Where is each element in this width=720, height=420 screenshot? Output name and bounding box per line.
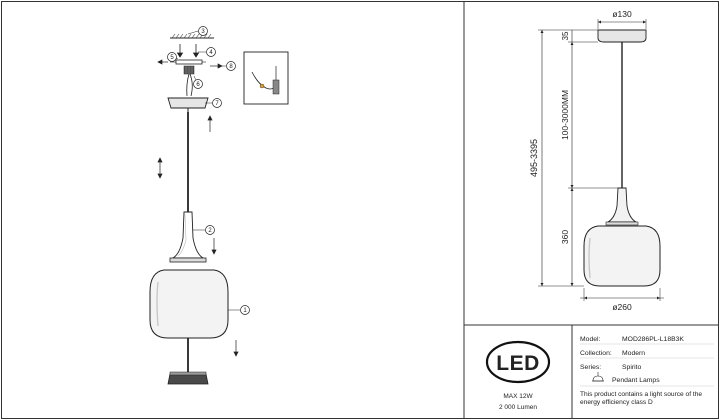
collection-label: Collection: [580, 350, 612, 357]
model-value: MOD286PL-L18B3K [622, 336, 684, 343]
svg-text:1: 1 [243, 308, 247, 314]
callout-5: 5 [167, 52, 179, 62]
collection-value: Modern [622, 350, 645, 357]
dim-canopy-height: 35 [561, 31, 570, 40]
led-lumen: 2 000 Lumen [499, 404, 537, 411]
callout-1: 1 [228, 305, 250, 315]
model-label: Model: [580, 336, 601, 343]
callout-6: 6 [193, 75, 203, 89]
callouts: 3 4 5 6 8 7 2 [167, 26, 250, 315]
info-table: Model: MOD286PL-L18B3K Collection: Moder… [580, 336, 714, 387]
svg-text:3: 3 [201, 29, 205, 35]
svg-text:8: 8 [229, 64, 233, 70]
exploded-view [149, 33, 289, 385]
svg-text:2: 2 [208, 228, 212, 234]
dim-total-height: 495-3395 [529, 139, 539, 177]
type-value: Pendant Lamps [612, 377, 660, 384]
svg-text:7: 7 [215, 101, 219, 107]
svg-text:LED: LED [496, 352, 540, 375]
dim-shade-diameter: ø260 [612, 302, 632, 312]
inset-detail [243, 51, 289, 105]
svg-text:5: 5 [170, 55, 174, 61]
energy-note: This product contains a light source of … [580, 391, 703, 406]
svg-text:6: 6 [196, 82, 200, 88]
pendant-pictogram [592, 372, 604, 382]
series-label: Series: [580, 364, 601, 371]
series-value: Spirito [622, 364, 641, 371]
svg-text:4: 4 [209, 50, 213, 56]
callout-8: 8 [222, 61, 236, 71]
callout-3: 3 [187, 26, 208, 36]
callout-2: 2 [193, 225, 215, 235]
dim-shade-height: 360 [560, 230, 570, 244]
dimension-view [538, 19, 664, 301]
callout-4: 4 [198, 47, 216, 57]
dim-canopy-diameter: ø130 [612, 9, 632, 19]
led-max-power: MAX 12W [503, 393, 533, 400]
dim-cable-length: 100-3000MM [560, 90, 570, 140]
led-logo: LED [485, 340, 551, 384]
callout-7: 7 [205, 98, 222, 108]
